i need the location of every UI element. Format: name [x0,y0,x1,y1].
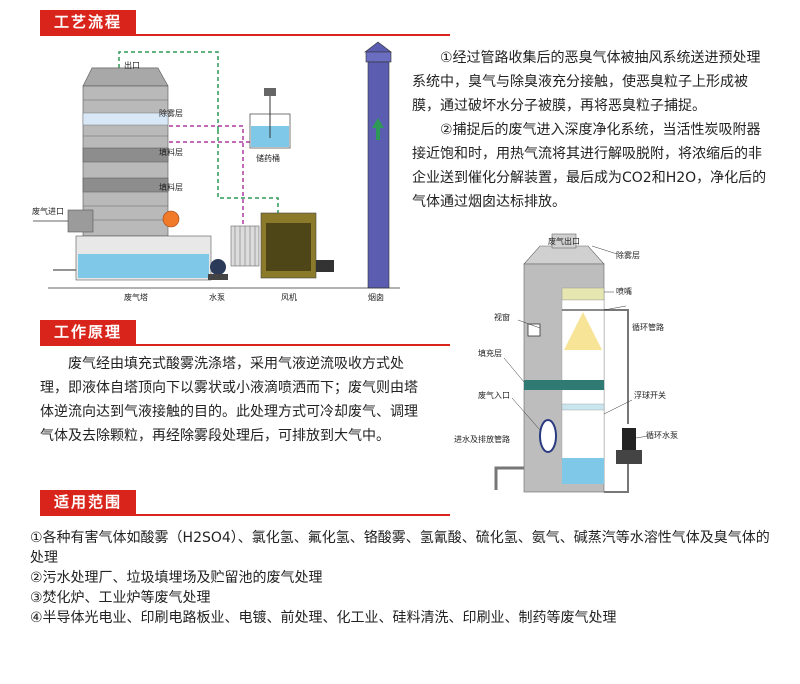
scrubber-tower-diagram: 废气出口 除雾层 喷嘴 视窗 循环管路 填充层 废气入口 浮球开关 循环水泵 进… [454,233,678,493]
label-tower: 废气塔 [124,292,148,302]
label-inlet-2: 废气入口 [478,390,510,400]
label-demister: 除雾层 [616,250,640,260]
spray-cone [564,312,602,350]
chimney-top [364,41,392,53]
label-circ-pipe: 循环管路 [632,322,664,332]
outlet-pipe [118,51,219,130]
sump-water-2 [562,458,604,484]
chimney-cap [365,51,392,63]
process-description: ①经过管路收集后的恶臭气体被抽风系统送进预处理系统中，臭气与除臭液充分接触，使恶… [412,46,770,214]
tower-top-cone [523,245,605,265]
label-exhaust: 废气出口 [548,236,580,246]
label-demist: 除雾层 [159,108,183,118]
pump-motor-2 [616,450,642,464]
inlet-port [539,419,557,453]
label-packing: 填充层 [478,348,502,358]
agitator-motor [264,88,276,96]
label-circ-pump: 循环水泵 [646,430,678,440]
scope-list: ①各种有害气体如酸雾（H2SO4）、氯化氢、氟化氢、铬酸雾、氢氰酸、硫化氢、氨气… [30,528,775,628]
section-title-scope: 适用范围 [40,490,137,514]
float-ball [162,210,180,228]
packing-band [524,380,604,390]
principle-description: 废气经由填充式酸雾洗涤塔，采用气液逆流吸收方式处理，即液体自塔顶向下以雾状或小液… [40,352,420,448]
scope-item-1: ①各种有害气体如酸雾（H2SO4）、氯化氢、氟化氢、铬酸雾、氢氰酸、硫化氢、氨气… [30,530,770,566]
section-rule-principle [40,344,450,346]
label-pump: 水泵 [209,292,225,302]
packing-layer-2 [82,177,169,193]
tower-stack [551,233,577,249]
pump-outlet-pipe [604,460,629,493]
inlet-duct [67,209,94,233]
process-step-1: ①经过管路收集后的恶臭气体被抽风系统送进预处理系统中，臭气与除臭液充分接触，使恶… [412,50,761,114]
label-float-switch: 浮球开关 [634,390,666,400]
packing-layer-1 [82,147,169,163]
label-outlet: 出口 [124,60,140,70]
process-flow-diagram: 出口 除雾层 填料层 填料层 废气进口 储药桶 废气塔 水泵 风机 烟囱 [32,41,400,302]
scope-item-2: ②污水处理厂、垃圾填埋场及贮留池的废气处理 [30,570,323,586]
drain-pipe [494,466,524,490]
scope-item-3: ③焚化炉、工业炉等废气处理 [30,590,211,606]
pump-body [210,259,226,275]
chimney-flow-arrow [372,118,384,140]
label-packing-1: 填料层 [159,147,183,157]
label-nozzle: 喷嘴 [616,286,632,296]
tower-cone [82,67,169,87]
label-inlet: 废气进口 [32,206,64,216]
sump-water [78,254,209,278]
chimney-body [367,61,390,289]
pump-base [208,274,228,280]
label-window: 视窗 [494,312,510,322]
section-title-principle: 工作原理 [40,320,137,344]
principle-text: 废气经由填充式酸雾洗涤塔，采用气液逆流吸收方式处理，即液体自塔顶向下以雾状或小液… [40,356,418,444]
fan-duct [217,130,279,213]
circulation-pipe-2 [604,309,629,424]
label-drain: 进水及排放管路 [454,434,510,444]
demist-layer [82,112,169,126]
label-tank: 储药桶 [256,153,280,163]
fan-motor [316,260,334,272]
label-fan: 风机 [281,292,297,302]
section-title-process: 工艺流程 [40,10,137,34]
fan-filter [266,223,311,271]
process-step-2: ②捕捉后的废气进入深度净化系统，当活性炭吸附器接近饱和时，用热气流将其进行解吸脱… [412,122,767,210]
scope-item-4: ④半导体光电业、印刷电路板业、电镀、前处理、化工业、硅料清洗、印刷业、制药等废气… [30,610,617,626]
label-chimney: 烟囱 [368,292,384,302]
section-rule-process [40,34,450,36]
section-rule-scope [40,514,450,516]
demister-band [561,287,605,301]
packing-band-2 [561,403,605,411]
circulation-pump [622,428,636,450]
label-packing-2: 填料层 [159,182,183,192]
